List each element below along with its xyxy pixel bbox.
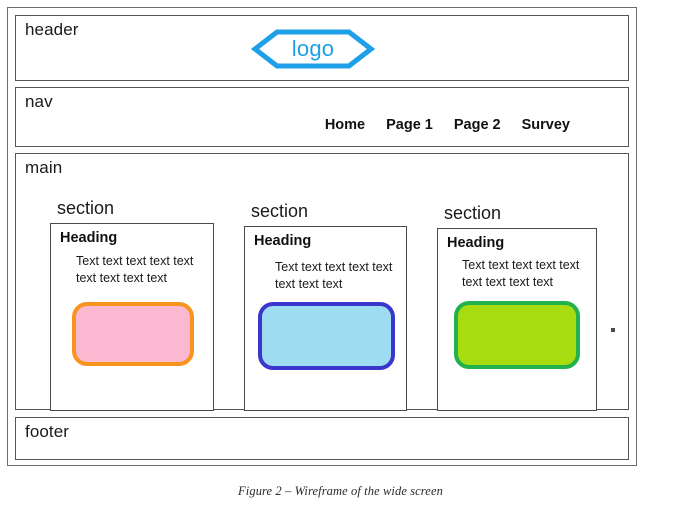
logo-text: logo [291,36,335,61]
section-1-image-placeholder [72,302,194,366]
main-label: main [25,158,63,177]
section-1-text: Text text text text text text text text … [76,254,194,285]
section-3-image-placeholder [454,301,580,369]
figure-caption: Figure 2 – Wireframe of the wide screen [238,484,443,498]
section-3-text: Text text text text text text text text … [462,258,580,289]
section-3-box: Heading Text text text text text text te… [437,228,597,411]
nav-item-home[interactable]: Home [324,117,366,133]
nav-label: nav [25,92,53,111]
nav-item-survey[interactable]: Survey [521,117,570,133]
section-3-heading: Heading [447,235,505,251]
footer-panel: footer [15,417,629,460]
nav-item-page-1[interactable]: Page 1 [386,117,433,133]
hexagon-icon [251,29,375,69]
nav-item-page-2[interactable]: Page 2 [453,117,501,133]
header-label: header [25,20,79,39]
stray-mark [611,328,615,332]
section-2-box: Heading Text text text text text text te… [244,226,407,411]
wireframe-container: header logo nav Home Page 1 Page 2 Surve… [7,7,637,466]
section-2-heading: Heading [254,233,312,249]
section-1-label: section [57,198,115,218]
section-1-heading: Heading [60,230,118,246]
section-1-box: Heading Text text text text text text te… [50,223,214,411]
sections-area: section Heading Text text text text text… [16,154,628,411]
section-3-label: section [444,203,502,223]
section-2-label: section [251,201,309,221]
section-2-text: Text text text text text text text text [275,260,393,291]
footer-label: footer [25,422,70,441]
main-panel: main section Heading Text text text text… [15,153,629,411]
logo: logo [251,28,375,70]
nav-panel: nav Home Page 1 Page 2 Survey [15,87,629,147]
header-panel: header logo [15,15,629,81]
section-2-image-placeholder [258,302,395,370]
nav-menu: Home Page 1 Page 2 Survey [325,117,570,133]
